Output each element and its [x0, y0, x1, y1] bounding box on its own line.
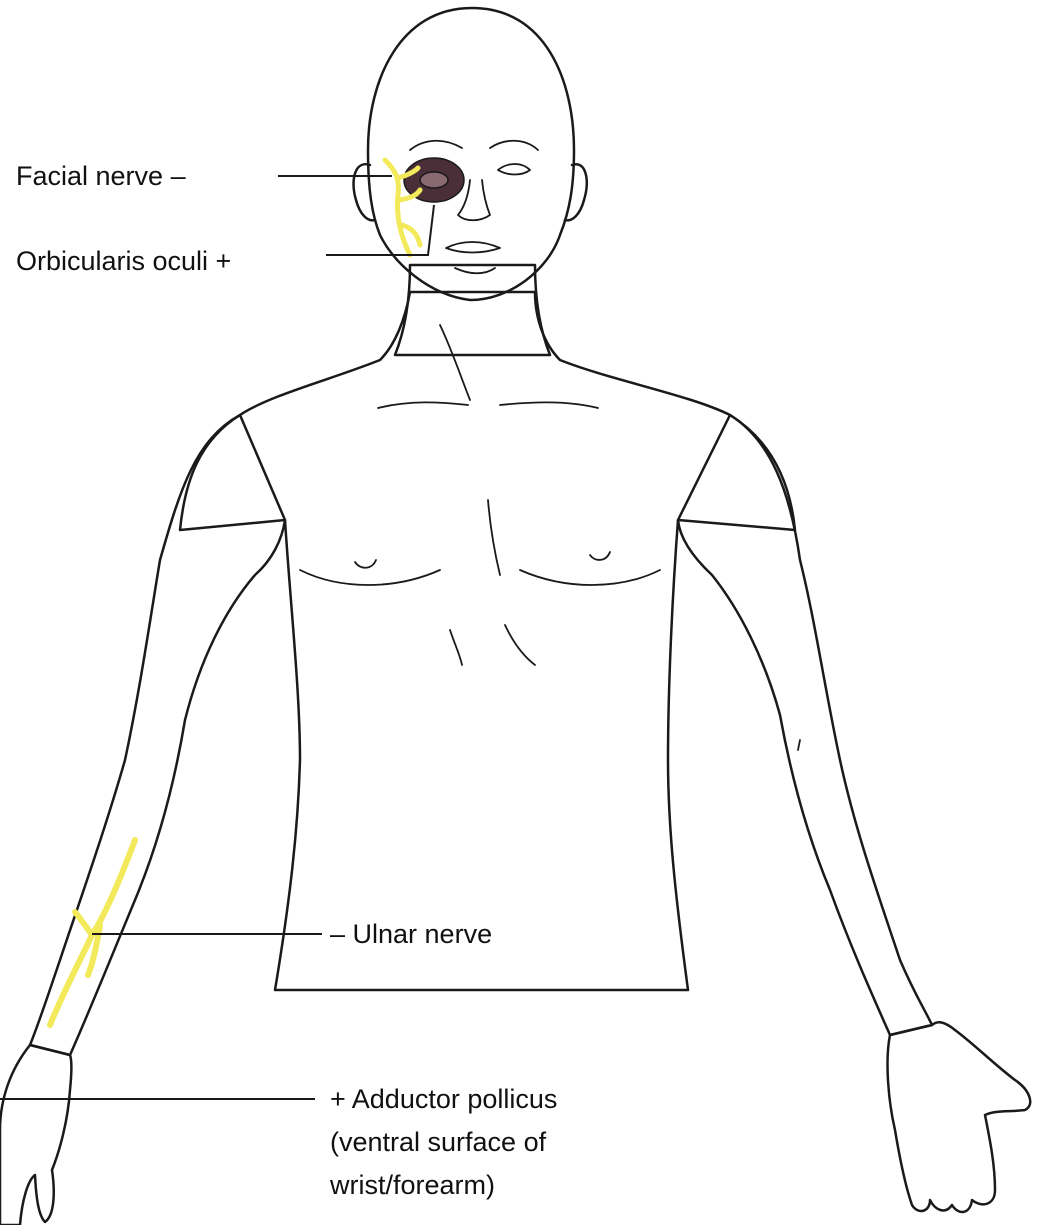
torso — [180, 292, 795, 990]
adductor-pollicus-label: + Adductor pollicus — [330, 1084, 557, 1114]
pectoral-right — [520, 570, 660, 585]
abdomen-line-left — [450, 630, 462, 665]
labels: Facial nerve – Orbicularis oculi + – Uln… — [16, 161, 557, 1200]
right-arm — [678, 415, 932, 1035]
abdomen-line-right — [505, 625, 535, 665]
right-hand — [888, 1022, 1031, 1212]
left-arm — [30, 415, 285, 1055]
orbicularis-oculi-leader — [326, 205, 434, 255]
neck-muscle-line — [440, 325, 470, 400]
chin-line — [455, 268, 495, 273]
mouth — [446, 242, 500, 253]
clavicle-left — [378, 402, 468, 408]
leader-lines — [0, 176, 434, 1099]
left-eye — [420, 172, 448, 188]
adductor-pollicus-sublabel-2: wrist/forearm) — [329, 1170, 495, 1200]
adductor-pollicus-sublabel-1: (ventral surface of — [330, 1127, 547, 1157]
right-nipple — [590, 552, 610, 560]
head — [368, 8, 574, 300]
facial-nerve-label: Facial nerve – — [16, 161, 186, 191]
clavicle-right — [500, 402, 598, 408]
sternum-line — [488, 500, 500, 575]
orbicularis-oculi-label: Orbicularis oculi + — [16, 246, 231, 276]
right-eyebrow — [490, 141, 538, 150]
left-ear — [354, 164, 375, 220]
right-arm-detail — [798, 740, 800, 750]
left-nipple — [355, 560, 376, 568]
left-eyebrow — [410, 141, 462, 150]
ulnar-nerve-label: – Ulnar nerve — [330, 919, 492, 949]
left-hand — [0, 1045, 72, 1225]
pectoral-left — [300, 570, 440, 585]
right-eye — [498, 164, 530, 175]
